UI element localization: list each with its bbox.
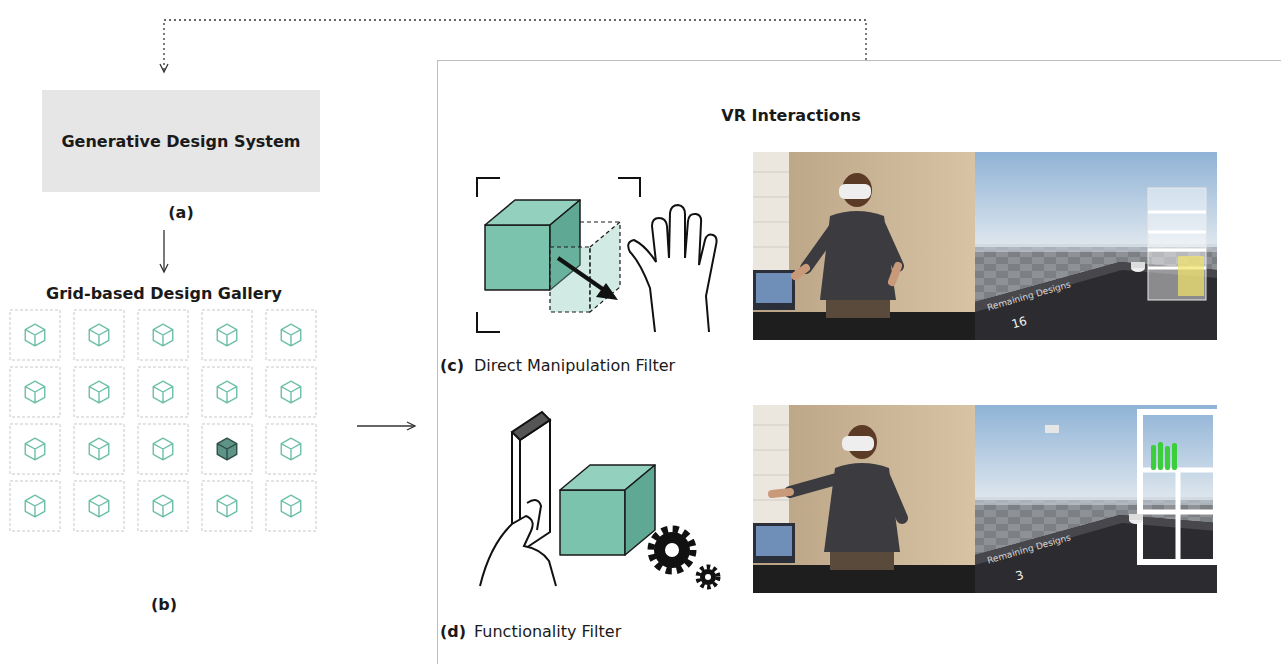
filter-name: Direct Manipulation Filter [474, 356, 675, 375]
panel-title: VR Interactions [721, 106, 860, 125]
figure-tag: (d) [440, 622, 466, 641]
flow-arrow [357, 425, 415, 426]
group-title: Grid-based Design Gallery [0, 284, 333, 303]
design-gallery-grid [10, 310, 316, 531]
vr-scene-screenshot [975, 405, 1217, 593]
gallery-group: Grid-based Design Gallery (b) [0, 284, 333, 614]
vr-scene-screenshot [975, 152, 1217, 340]
functionality-icon [480, 412, 718, 587]
figure-tag: (c) [440, 356, 464, 375]
user-photo [753, 405, 975, 593]
feedback-arrow [164, 20, 866, 72]
process-label: Generative Design System [47, 132, 314, 151]
flow-arrow [163, 230, 164, 272]
figure-tag: (a) [42, 203, 320, 222]
filter-name: Functionality Filter [474, 622, 621, 641]
direct-manipulation-icon [477, 178, 717, 332]
process-box: Generative Design System(a) [42, 90, 320, 192]
user-photo [753, 152, 975, 340]
figure-tag: (b) [0, 595, 333, 614]
